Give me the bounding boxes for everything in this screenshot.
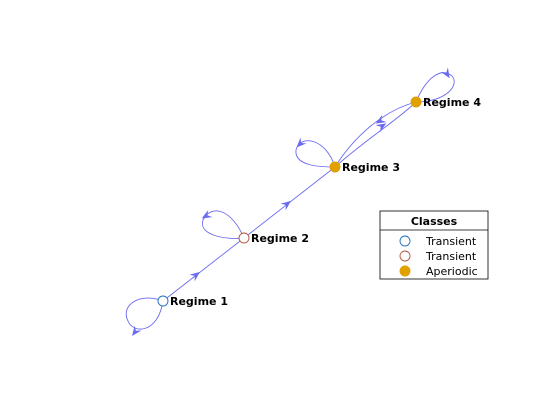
edge-arrow-r2-to-r3 — [280, 200, 291, 211]
edge-r2-to-r3 — [243, 166, 336, 239]
legend-entry-0: Transient — [399, 235, 477, 248]
edge-line-r4-to-r3 — [334, 101, 417, 168]
node-marker-r2 — [238, 232, 250, 244]
edge-arrow-r2-to-r2 — [201, 209, 213, 219]
legend-title: Classes — [411, 215, 458, 228]
node-label-r3: Regime 3 — [342, 161, 400, 174]
edge-r4-to-r4 — [415, 67, 455, 103]
node-label-r4: Regime 4 — [423, 96, 481, 109]
edge-r3-to-r4 — [334, 101, 417, 168]
node-marker-r3 — [329, 161, 341, 173]
edge-line-r1-to-r1 — [125, 297, 164, 330]
node-r2: Regime 2 — [238, 232, 309, 245]
legend-marker-1 — [399, 250, 411, 262]
edge-line-r4-to-r4 — [415, 72, 455, 103]
edge-line-r3-to-r4 — [334, 101, 417, 168]
edge-arrow-r1-to-r1 — [132, 325, 142, 336]
legend-marker-2 — [399, 265, 411, 277]
edge-line-r3-to-r3 — [295, 140, 336, 168]
legend-label-2: Aperiodic — [426, 265, 478, 278]
legend-label-1: Transient — [425, 250, 477, 263]
node-r4: Regime 4 — [410, 96, 481, 109]
edge-line-r2-to-r2 — [202, 210, 245, 239]
edge-arrow-r3-to-r3 — [296, 137, 307, 148]
nodes-layer: Regime 1 Regime 2 Regime 3 Regime 4 — [157, 96, 481, 308]
legend-entry-1: Transient — [399, 250, 477, 263]
edge-r4-to-r3 — [334, 101, 417, 168]
node-r1: Regime 1 — [157, 295, 228, 308]
edge-arrow-r1-to-r2 — [189, 271, 200, 282]
edge-arrow-r4-to-r4 — [440, 67, 450, 79]
edges-layer — [125, 67, 455, 336]
legend-marker-0 — [399, 235, 411, 247]
legend-entry-2: Aperiodic — [399, 265, 478, 278]
node-marker-r4 — [410, 96, 422, 108]
node-r3: Regime 3 — [329, 161, 400, 174]
edge-r1-to-r1 — [125, 297, 164, 336]
edge-r2-to-r2 — [201, 209, 245, 239]
edge-line-r1-to-r2 — [162, 237, 245, 302]
edge-arrow-r4-to-r3 — [375, 114, 387, 124]
edge-r1-to-r2 — [162, 237, 245, 302]
edge-r3-to-r3 — [295, 137, 336, 168]
node-marker-r1 — [157, 295, 169, 307]
legend-label-0: Transient — [425, 235, 477, 248]
legend-box — [379, 210, 489, 280]
edge-arrow-r3-to-r4 — [375, 123, 387, 133]
node-label-r1: Regime 1 — [170, 295, 228, 308]
node-label-r2: Regime 2 — [251, 232, 309, 245]
